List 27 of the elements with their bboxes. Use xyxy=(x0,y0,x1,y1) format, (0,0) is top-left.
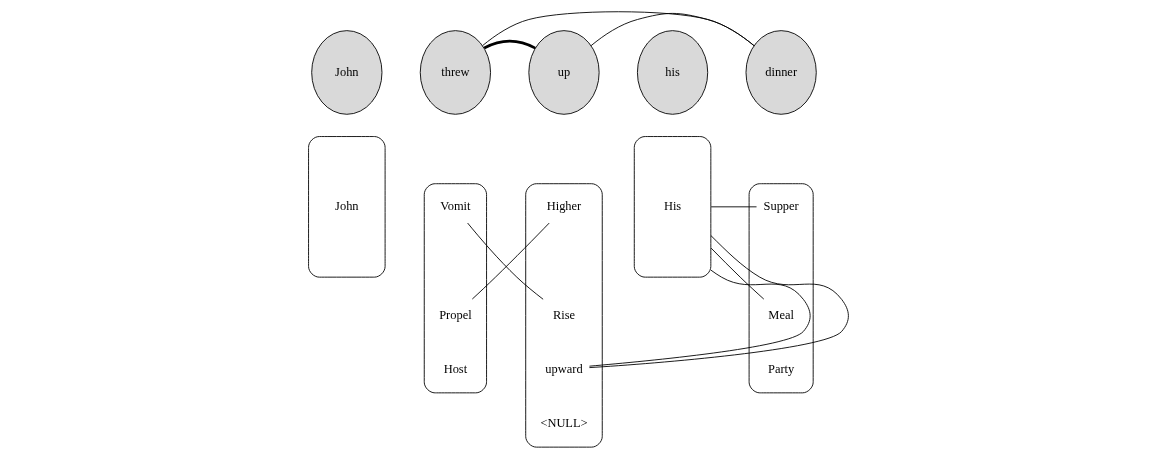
node-ellipse: John xyxy=(311,30,383,115)
node-text: Propel xyxy=(439,307,472,322)
node-text: Meal xyxy=(768,307,794,322)
node-ellipse: his xyxy=(636,30,709,115)
connector xyxy=(710,247,765,300)
connector xyxy=(482,11,755,47)
connector xyxy=(589,269,811,367)
node-text: Supper xyxy=(763,199,799,214)
connector xyxy=(483,39,536,50)
node-text: Party xyxy=(768,362,795,376)
node-box: John xyxy=(308,136,386,278)
node-box: His xyxy=(633,136,712,278)
node-text: Vomit xyxy=(440,199,471,214)
cluster xyxy=(423,183,487,394)
cluster xyxy=(748,183,814,394)
node-ellipse: dinner xyxy=(745,30,817,115)
connector xyxy=(710,206,757,208)
node-text: Higher xyxy=(546,199,582,214)
cluster xyxy=(525,183,603,448)
connector xyxy=(588,235,849,369)
node-text: Rise xyxy=(552,307,576,322)
connector xyxy=(590,12,755,47)
node-ellipse: threw xyxy=(419,30,491,115)
node-ellipse: up xyxy=(528,30,600,115)
node-text: Host xyxy=(443,362,468,376)
node-text: <NULL> xyxy=(540,416,588,431)
node-text: upward xyxy=(545,362,583,376)
